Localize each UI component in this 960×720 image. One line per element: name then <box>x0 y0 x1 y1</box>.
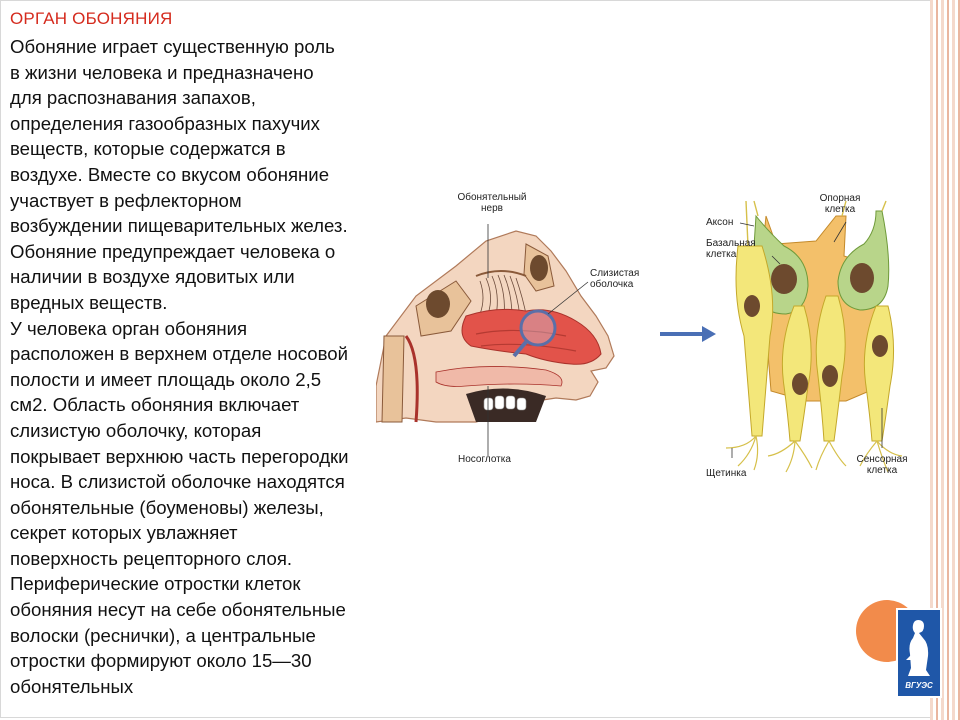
label-nasopharynx: Носоглотка <box>458 454 511 465</box>
olfactory-organ-figure: Обонятельный нерв Слизистая оболочка Нос… <box>376 186 922 486</box>
label-olfactory-nerve: Обонятельный нерв <box>457 192 527 214</box>
label-basal-cell: Базальная клетка <box>706 238 756 260</box>
decorative-right-strip <box>930 0 960 720</box>
olfactory-epithelium <box>725 200 903 473</box>
label-sensory-cell: Сенсорная клетка <box>856 454 908 476</box>
nasal-cavity-section <box>376 224 615 456</box>
slide-body-text: Обоняние играет существенную роль в жизн… <box>10 36 349 697</box>
slide-title: ОРГАН ОБОНЯНИЯ <box>10 9 173 28</box>
arrow-right-icon <box>660 326 716 342</box>
university-logo: ВГУЭС <box>896 608 942 698</box>
label-mucosa: Слизистая оболочка <box>590 268 640 290</box>
label-supporting-cell: Опорная клетка <box>819 193 861 215</box>
logo-text: ВГУЭС <box>905 681 933 690</box>
label-axon: Аксон <box>706 217 734 228</box>
label-bristle: Щетинка <box>706 468 747 479</box>
monument-figure-icon <box>906 620 930 676</box>
anatomy-illustration <box>376 200 903 473</box>
